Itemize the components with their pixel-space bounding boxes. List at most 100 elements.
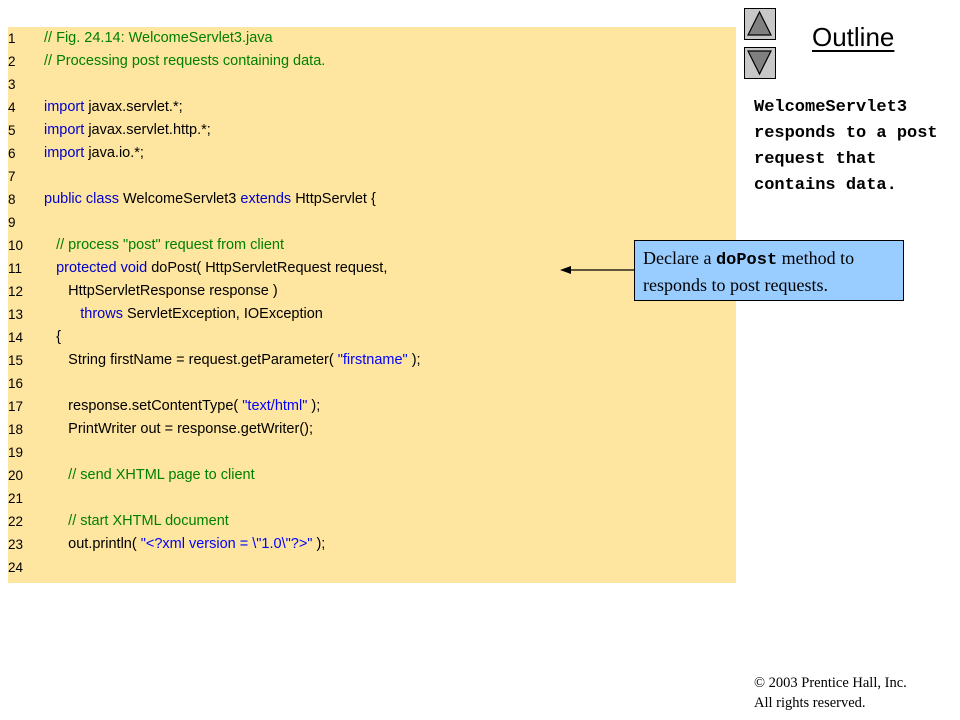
code-line: 12 HttpServletResponse response ) xyxy=(8,280,736,303)
code-token-normal: doPost( HttpServletRequest request, xyxy=(147,260,388,276)
code-token-normal: WelcomeServlet3 xyxy=(118,191,241,207)
code-token-keyword: import xyxy=(44,122,85,138)
line-number: 6 xyxy=(8,146,16,161)
code-line: 19 xyxy=(8,441,736,464)
callout-code: doPost xyxy=(715,251,778,270)
code-line: 22 // start XHTML document xyxy=(8,510,736,533)
code-text: import javax.servlet.http.*; xyxy=(44,119,211,142)
code-line: 4 import javax.servlet.*; xyxy=(8,96,736,119)
line-number: 9 xyxy=(8,215,16,230)
annotation-callout: Declare a doPost method to responds to p… xyxy=(634,240,904,301)
copyright-line-2: All rights reserved. xyxy=(754,695,866,711)
code-token-normal: String firstName = request.getParameter( xyxy=(44,352,338,368)
code-line: 11 protected void doPost( HttpServletReq… xyxy=(8,257,736,280)
line-number: 1 xyxy=(8,31,16,46)
code-line: 9 xyxy=(8,211,736,234)
code-token-normal: { xyxy=(44,329,61,345)
code-lines: 1 // Fig. 24.14: WelcomeServlet3.java 2 // … xyxy=(8,27,736,579)
triangle-up-icon xyxy=(747,10,772,36)
line-number: 11 xyxy=(8,261,23,276)
line-number: 12 xyxy=(8,284,24,299)
code-text: protected void doPost( HttpServletReques… xyxy=(44,257,387,280)
code-text: import java.io.*; xyxy=(44,142,144,165)
code-token-normal: response.setContentType( xyxy=(44,398,243,414)
code-token-keyword: extends xyxy=(240,191,292,207)
line-number: 7 xyxy=(8,169,16,184)
code-line: 23 out.println( "<?xml version = \"1.0\"… xyxy=(8,533,736,556)
line-number: 20 xyxy=(8,468,24,483)
code-text: out.println( "<?xml version = \"1.0\"?>"… xyxy=(44,533,325,556)
line-number: 5 xyxy=(8,123,16,138)
line-number: 21 xyxy=(8,491,24,506)
line-number: 17 xyxy=(8,399,24,414)
code-text: // start XHTML document xyxy=(44,510,229,533)
code-token-comment: // Fig. 24.14: WelcomeServlet3.java xyxy=(44,30,273,46)
code-token-normal: HttpServletResponse response ) xyxy=(44,283,278,299)
code-text: { xyxy=(44,326,61,349)
line-number: 3 xyxy=(8,77,16,92)
previous-slide-button[interactable] xyxy=(744,8,776,40)
code-line: 13 throws ServletException, IOException xyxy=(8,303,736,326)
line-number: 14 xyxy=(8,330,24,345)
code-token-normal: PrintWriter out = response.getWriter(); xyxy=(44,421,314,437)
copyright-line-1: © 2003 Prentice Hall, Inc. xyxy=(754,675,907,691)
line-number: 8 xyxy=(8,192,16,207)
line-number: 4 xyxy=(8,100,16,115)
code-text: // Fig. 24.14: WelcomeServlet3.java xyxy=(44,27,273,50)
code-line: 5 import javax.servlet.http.*; xyxy=(8,119,736,142)
code-line: 21 xyxy=(8,487,736,510)
code-line: 3 xyxy=(8,73,736,96)
code-token-string: "firstname" xyxy=(337,352,408,368)
line-number: 13 xyxy=(8,307,24,322)
code-line: 10 // process "post" request from client xyxy=(8,234,736,257)
code-token-normal: out.println( xyxy=(44,536,141,552)
code-line: 17 response.setContentType( "text/html" … xyxy=(8,395,736,418)
code-line: 18 PrintWriter out = response.getWriter(… xyxy=(8,418,736,441)
code-token-normal: javax.servlet.*; xyxy=(84,99,183,115)
code-line: 15 String firstName = request.getParamet… xyxy=(8,349,736,372)
code-text: import javax.servlet.*; xyxy=(44,96,183,119)
code-token-keyword: public class xyxy=(44,191,119,207)
code-token-normal: javax.servlet.http.*; xyxy=(84,122,211,138)
copyright-notice: © 2003 Prentice Hall, Inc. All rights re… xyxy=(754,673,907,713)
next-slide-button[interactable] xyxy=(744,47,776,79)
line-number: 19 xyxy=(8,445,24,460)
code-text: throws ServletException, IOException xyxy=(44,303,323,326)
outline-link[interactable]: Outline xyxy=(812,22,895,52)
code-token-keyword: protected void xyxy=(44,260,148,276)
line-number: 15 xyxy=(8,353,24,368)
code-token-keyword: import xyxy=(44,145,85,161)
line-number: 18 xyxy=(8,422,24,437)
code-token-comment: // Processing post requests containing d… xyxy=(44,53,326,69)
line-number: 22 xyxy=(8,514,24,529)
code-line: 16 xyxy=(8,372,736,395)
line-number: 10 xyxy=(8,238,24,253)
code-token-normal: ); xyxy=(307,398,321,414)
code-token-normal: ServletException, IOException xyxy=(122,306,323,322)
code-text: // send XHTML page to client xyxy=(44,464,255,487)
code-line: 24 xyxy=(8,556,736,579)
code-line: 6 import java.io.*; xyxy=(8,142,736,165)
code-text: HttpServletResponse response ) xyxy=(44,280,278,303)
code-token-comment: // start XHTML document xyxy=(44,513,229,529)
code-line: 20 // send XHTML page to client xyxy=(8,464,736,487)
line-number: 16 xyxy=(8,376,24,391)
callout-prefix: Declare a xyxy=(643,248,716,268)
code-token-normal: HttpServlet { xyxy=(291,191,376,207)
line-number: 23 xyxy=(8,537,24,552)
code-line: 2 // Processing post requests containing … xyxy=(8,50,736,73)
code-token-normal: java.io.*; xyxy=(84,145,144,161)
code-line: 14 { xyxy=(8,326,736,349)
code-token-normal: ); xyxy=(312,536,326,552)
line-number: 2 xyxy=(8,54,16,69)
code-text: public class WelcomeServlet3 extends Htt… xyxy=(44,188,376,211)
code-text: PrintWriter out = response.getWriter(); xyxy=(44,418,313,441)
code-listing-panel: 1 // Fig. 24.14: WelcomeServlet3.java 2 // … xyxy=(8,27,736,583)
code-token-normal: ); xyxy=(407,352,421,368)
code-text: response.setContentType( "text/html" ); xyxy=(44,395,320,418)
code-token-comment: // send XHTML page to client xyxy=(44,467,255,483)
code-token-string: "text/html" xyxy=(242,398,308,414)
code-token-comment: // process "post" request from client xyxy=(44,237,284,253)
code-text: // process "post" request from client xyxy=(44,234,284,257)
code-line: 1 // Fig. 24.14: WelcomeServlet3.java xyxy=(8,27,736,50)
